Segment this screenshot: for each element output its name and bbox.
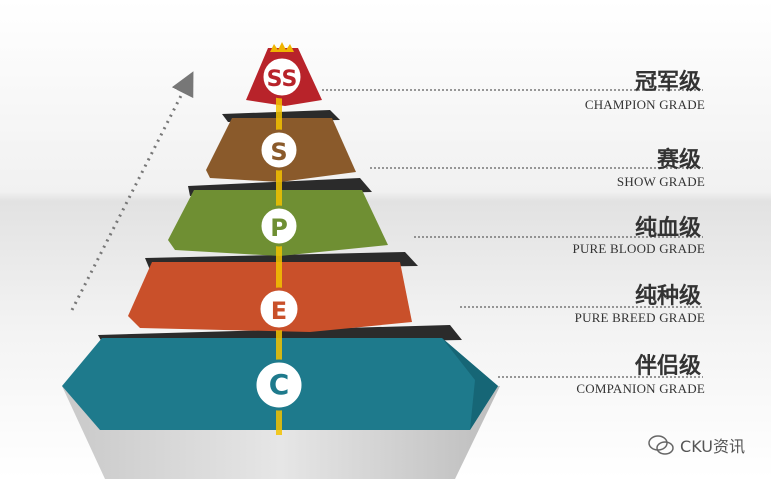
level-cn-champion: 冠军级 <box>634 70 701 95</box>
level-cn-pure-blood: 纯血级 <box>634 216 701 241</box>
level-en-pure-blood: PURE BLOOD GRADE <box>572 241 705 256</box>
level-cn-show: 赛级 <box>656 148 701 173</box>
badge-pure-blood: P <box>258 205 300 247</box>
badge-companion: C <box>253 359 305 411</box>
wechat-icon <box>648 435 674 455</box>
svg-text:C: C <box>269 368 290 401</box>
badge-show: S <box>258 129 300 171</box>
watermark-text: CKU资讯 <box>680 437 745 456</box>
watermark: CKU资讯 <box>648 433 745 457</box>
svg-text:SS: SS <box>267 67 298 92</box>
svg-text:P: P <box>270 214 288 242</box>
crown-icon <box>270 42 294 52</box>
badge-champion: SS <box>260 42 304 99</box>
level-en-pure-breed: PURE BREED GRADE <box>574 310 705 325</box>
badge-pure-breed: E <box>257 287 301 331</box>
growth-arrow <box>70 71 194 311</box>
level-en-show: SHOW GRADE <box>616 174 705 189</box>
level-en-companion: COMPANION GRADE <box>576 381 705 396</box>
center-stripe <box>276 90 282 435</box>
svg-text:S: S <box>270 138 287 166</box>
level-cn-companion: 伴侣级 <box>634 354 701 379</box>
level-en-champion: CHAMPION GRADE <box>584 97 705 112</box>
tier-companion-side <box>442 338 498 430</box>
level-cn-pure-breed: 纯种级 <box>634 284 701 309</box>
svg-text:E: E <box>271 297 287 325</box>
